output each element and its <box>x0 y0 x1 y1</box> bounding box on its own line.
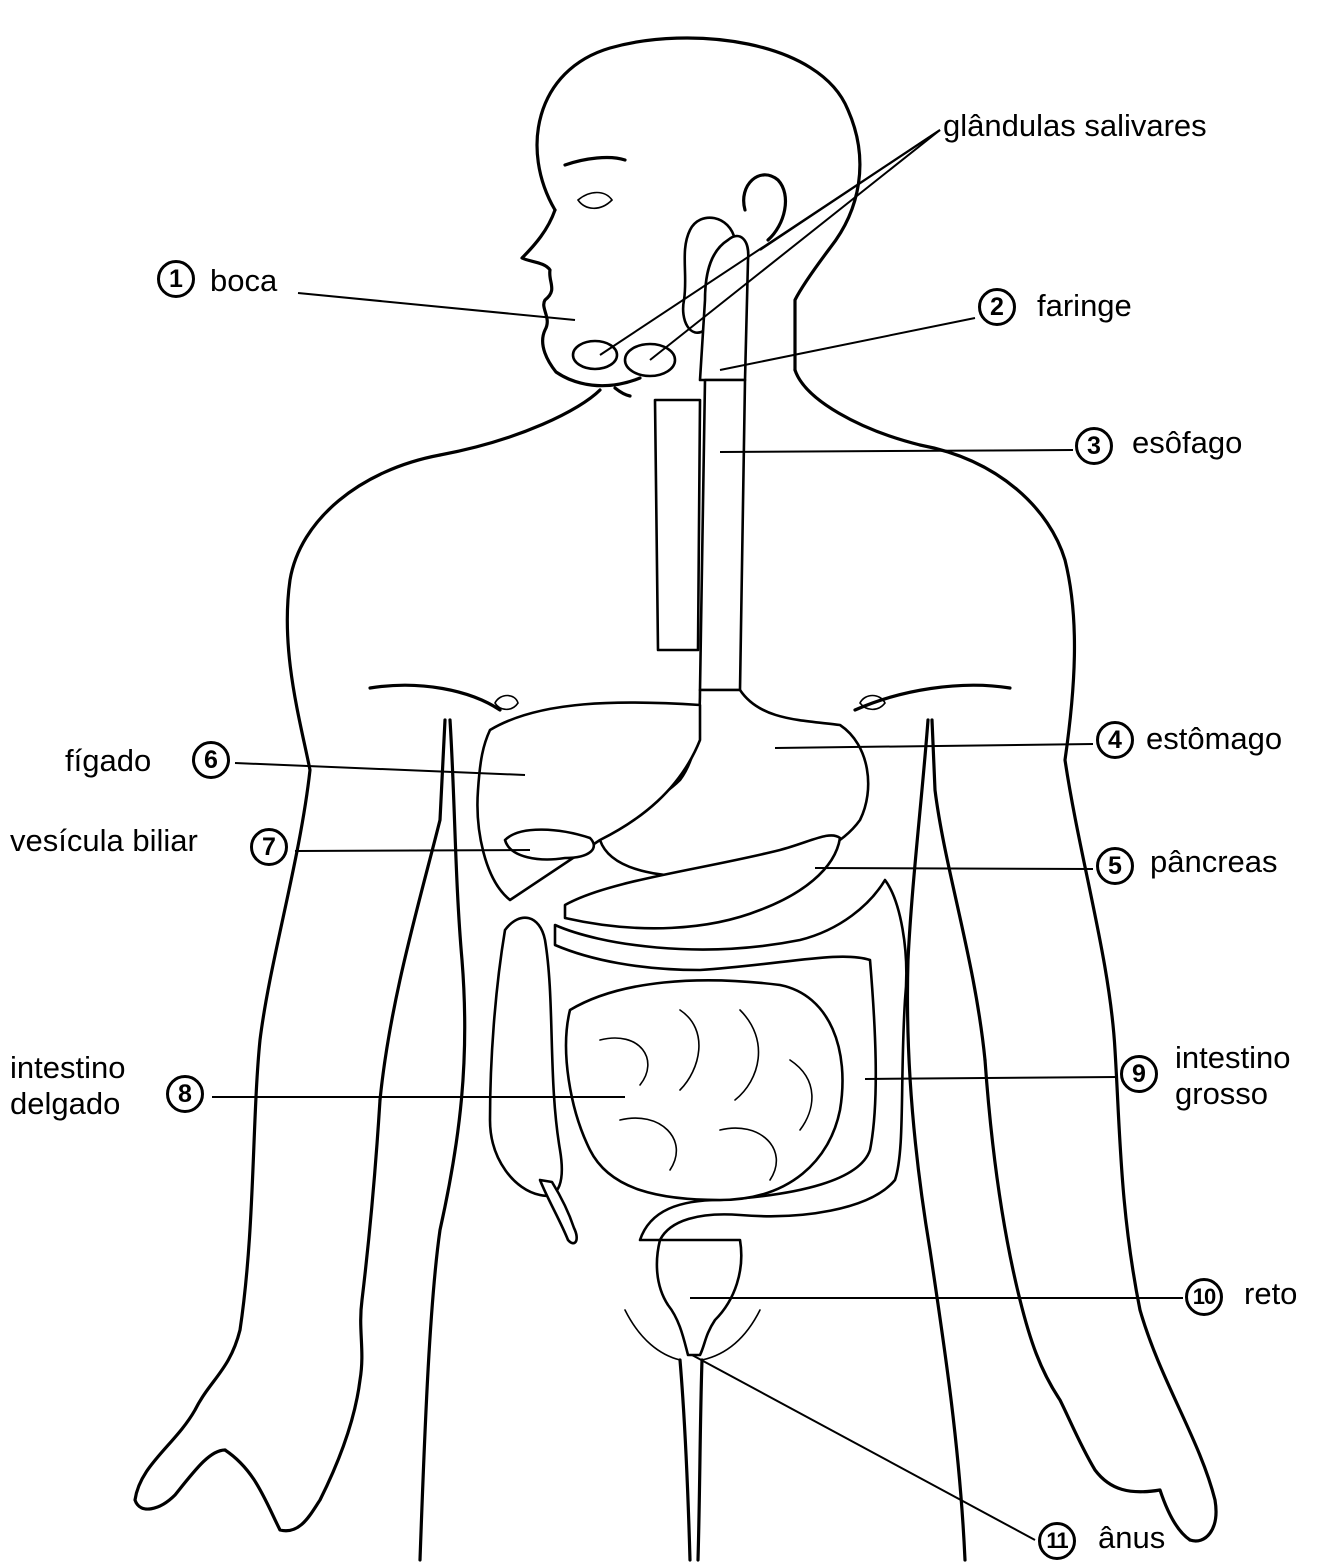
label-anus: ânus <box>1098 1522 1165 1553</box>
label-rectum: reto <box>1244 1278 1297 1309</box>
number-badge-esophagus: 3 <box>1075 427 1113 465</box>
eye <box>578 193 612 209</box>
ear <box>744 175 786 240</box>
label-liver: fígado <box>65 745 151 776</box>
label-stomach: estômago <box>1146 723 1282 754</box>
label-salivary-glands: glândulas salivares <box>943 110 1207 141</box>
torso-left <box>420 720 465 1560</box>
left-shoulder-arm <box>135 455 440 1509</box>
number-badge-rectum: 10 <box>1185 1278 1223 1316</box>
leg-inner-left <box>680 1360 690 1560</box>
label-pharynx: faringe <box>1037 290 1132 321</box>
neck-left <box>440 390 600 455</box>
neck-front <box>615 388 630 396</box>
number-badge-gallbladder: 7 <box>250 828 288 866</box>
torso-right <box>907 720 965 1560</box>
groin-left <box>625 1310 680 1360</box>
left-inner-arm <box>380 720 445 1100</box>
leader-mouth <box>298 293 575 320</box>
number-badge-liver: 6 <box>192 741 230 779</box>
leader-salivary-2 <box>600 130 940 355</box>
right-shoulder-arm <box>920 445 1216 1541</box>
number-badge-anus: 11 <box>1038 1522 1076 1560</box>
leg-inner-right <box>698 1360 702 1560</box>
number-badge-large-intestine: 9 <box>1120 1055 1158 1093</box>
small-intestine-organ <box>566 980 842 1200</box>
left-hand <box>225 1100 380 1531</box>
chest-right <box>855 685 1010 710</box>
number-badge-pharynx: 2 <box>978 288 1016 326</box>
number-badge-pancreas: 5 <box>1096 847 1134 885</box>
right-hand <box>985 1060 1190 1540</box>
leader-pancreas <box>815 868 1093 869</box>
trachea <box>655 400 700 650</box>
sublingual-gland <box>573 341 617 369</box>
label-small-intestine: intestino delgado <box>10 1050 125 1121</box>
leader-esophagus <box>720 450 1073 452</box>
right-inner-arm <box>932 720 985 1060</box>
large-intestine-organ <box>490 918 562 1196</box>
label-mouth: boca <box>210 265 277 296</box>
eyebrow <box>565 158 625 165</box>
number-badge-mouth: 1 <box>157 260 195 298</box>
label-esophagus: esôfago <box>1132 427 1242 458</box>
leader-pharynx <box>720 318 975 370</box>
number-badge-small-intestine: 8 <box>166 1075 204 1113</box>
esophagus-organ <box>700 380 745 690</box>
label-pancreas: pâncreas <box>1150 846 1278 877</box>
number-badge-stomach: 4 <box>1096 721 1134 759</box>
label-large-intestine: intestino grosso <box>1175 1040 1290 1111</box>
leader-anus <box>692 1355 1035 1540</box>
label-gallbladder: vesícula biliar <box>10 825 198 856</box>
chest-left <box>370 685 500 710</box>
neck-right <box>795 370 920 445</box>
nipple-left <box>495 696 518 710</box>
leader-gallbladder <box>295 850 530 851</box>
gallbladder-organ <box>505 830 594 860</box>
